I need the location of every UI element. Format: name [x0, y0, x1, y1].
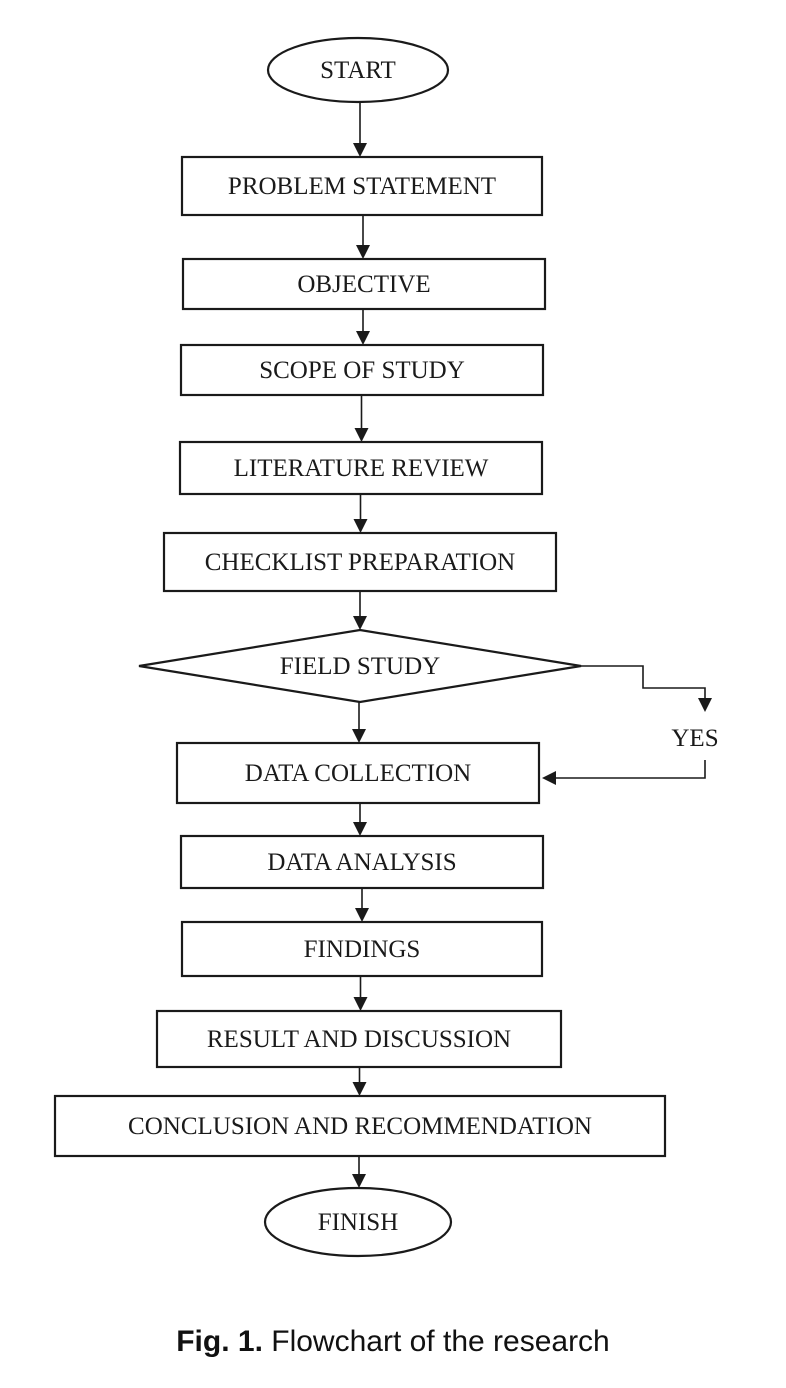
flowchart: YES START PROBLEM STATEMENT OBJECTIVE SCOPE… [53, 36, 719, 1258]
node-collection: DATA COLLECTION [175, 741, 541, 805]
node-conclusion: CONCLUSION AND RECOMMENDATION [53, 1094, 667, 1158]
figure-caption: Fig. 1. Flowchart of the research [0, 1325, 786, 1359]
node-objective: OBJECTIVE [181, 257, 547, 311]
objective-process-box [181, 257, 547, 311]
arrowhead-icon [353, 822, 367, 836]
node-checklist: CHECKLIST PREPARATION [162, 531, 558, 593]
arrowhead-icon [356, 245, 370, 259]
findings-process-box [180, 920, 544, 978]
literature-label: LITERATURE REVIEW [234, 455, 489, 482]
objective-label: OBJECTIVE [297, 271, 430, 298]
conclusion-process-box [53, 1094, 667, 1158]
finish-terminator-shape [263, 1186, 453, 1258]
nodes: START PROBLEM STATEMENT OBJECTIVE SCOPE OF … [53, 36, 667, 1258]
arrowhead-icon [354, 428, 369, 442]
result-label: RESULT AND DISCUSSION [207, 1026, 511, 1053]
analysis-label: DATA ANALYSIS [267, 849, 456, 876]
node-scope: SCOPE OF STUDY [179, 343, 545, 397]
start-terminator-shape [266, 36, 450, 104]
edges: YES [352, 102, 719, 1188]
edge-collection-to-analysis [353, 803, 367, 836]
arrowhead-icon [352, 1174, 366, 1188]
edge-conclusion-to-finish [352, 1156, 366, 1188]
edge-analysis-to-findings [355, 888, 369, 922]
arrowhead-icon [353, 519, 368, 533]
node-start: START [266, 36, 450, 104]
yes-branch-connector [581, 665, 706, 704]
scope-process-box [179, 343, 545, 397]
edge-start-to-problem [353, 102, 367, 157]
arrowhead-icon [353, 143, 367, 157]
edge-literature-to-checklist [353, 494, 368, 533]
arrowhead-icon [356, 331, 370, 345]
literature-process-box [178, 440, 544, 496]
yes-return-connector [551, 760, 706, 779]
findings-label: FINDINGS [304, 936, 421, 963]
arrowhead-icon [355, 908, 369, 922]
node-analysis: DATA ANALYSIS [179, 834, 545, 890]
yes-return-arrowhead-icon [542, 771, 556, 785]
node-literature: LITERATURE REVIEW [178, 440, 544, 496]
node-finish: FINISH [263, 1186, 453, 1258]
edge-field-to-collection-right-side: YES [542, 665, 719, 785]
problem-process-box [180, 155, 544, 217]
edge-problem-to-objective [356, 215, 370, 259]
edge-field-to-collection [352, 702, 366, 743]
arrowhead-icon [352, 1082, 367, 1096]
yes-label: YES [671, 725, 718, 752]
node-field: FIELD STUDY [138, 628, 582, 704]
checklist-process-box [162, 531, 558, 593]
yes-branch-arrowhead-icon [698, 698, 712, 712]
edge-scope-to-literature [354, 395, 369, 442]
checklist-label: CHECKLIST PREPARATION [205, 549, 515, 576]
edge-objective-to-scope [356, 309, 370, 345]
start-label: START [320, 57, 396, 84]
caption-prefix: Fig. 1. [176, 1325, 263, 1358]
result-process-box [155, 1009, 563, 1069]
finish-label: FINISH [318, 1209, 399, 1236]
conclusion-label: CONCLUSION AND RECOMMENDATION [128, 1113, 592, 1140]
node-findings: FINDINGS [180, 920, 544, 978]
collection-label: DATA COLLECTION [245, 760, 471, 787]
caption-text: Flowchart of the research [262, 1325, 610, 1358]
collection-process-box [175, 741, 541, 805]
analysis-process-box [179, 834, 545, 890]
edge-result-to-conclusion [352, 1067, 367, 1096]
problem-label: PROBLEM STATEMENT [228, 173, 496, 200]
node-result: RESULT AND DISCUSSION [155, 1009, 563, 1069]
arrowhead-icon [353, 616, 367, 630]
field-decision-shape [138, 628, 582, 704]
edge-checklist-to-field [353, 591, 367, 630]
field-label: FIELD STUDY [280, 653, 440, 680]
edge-findings-to-result [353, 976, 368, 1011]
arrowhead-icon [353, 997, 368, 1011]
node-problem: PROBLEM STATEMENT [180, 155, 544, 217]
arrowhead-icon [352, 729, 366, 743]
scope-label: SCOPE OF STUDY [259, 357, 465, 384]
